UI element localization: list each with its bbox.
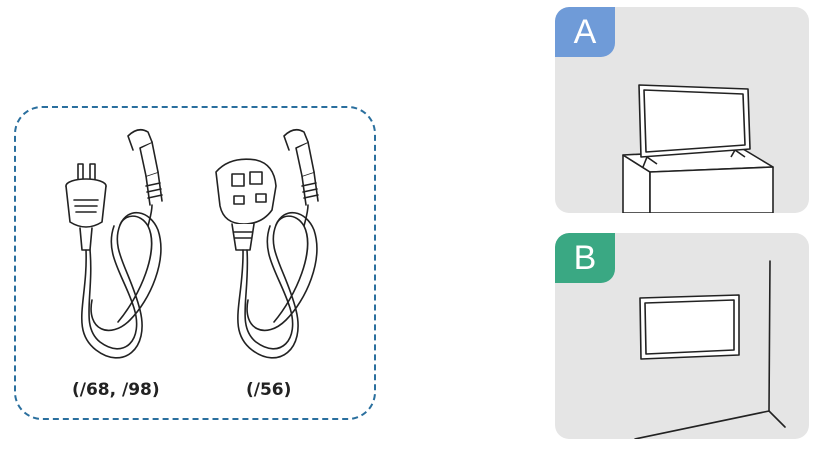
option-b-badge: B [555, 233, 615, 283]
uk-plug-power-cord-icon [215, 128, 319, 359]
installation-option-b-panel: B [555, 233, 809, 439]
tv-on-stand-illustration [622, 84, 774, 213]
eu-plug-power-cord-icon [65, 128, 163, 359]
tv-wall-mount-illustration [634, 260, 786, 439]
installation-option-a-panel: A [555, 7, 809, 213]
eu-cord-model-label: (/68, /98) [72, 380, 160, 400]
uk-cord-model-label: (/56) [246, 380, 292, 400]
power-cords-box [14, 106, 376, 420]
option-a-badge: A [555, 7, 615, 57]
